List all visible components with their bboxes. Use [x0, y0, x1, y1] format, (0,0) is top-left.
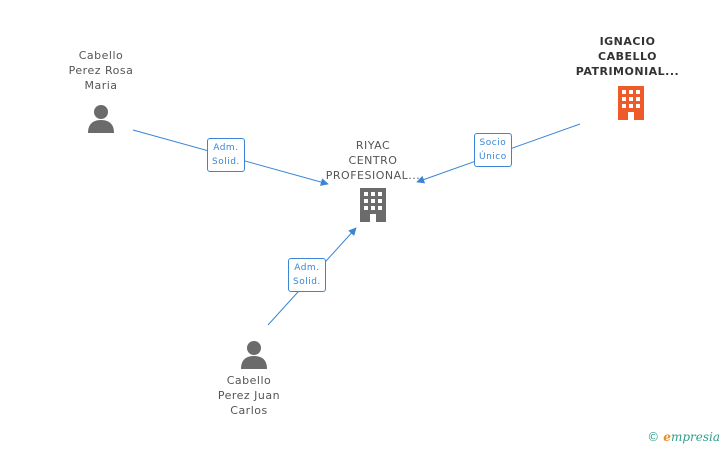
edge-label-company-right-line-2: Único — [479, 152, 507, 162]
edge-label-person1[interactable]: Adm. Solid. — [207, 138, 245, 172]
person-icon[interactable] — [239, 339, 269, 369]
person1-label[interactable]: Cabello Perez Rosa Maria — [55, 48, 147, 93]
person1-line-3: Maria — [84, 79, 118, 92]
copyright-symbol: © — [647, 430, 660, 444]
brand-name: mpresia — [670, 430, 720, 444]
building-icon-highlight[interactable] — [616, 86, 646, 120]
edge-label-company-right[interactable]: Socio Único — [474, 133, 512, 167]
edge-label-company-right-line-1: Socio — [479, 138, 507, 148]
company-center-line-3: PROFESIONAL... — [325, 169, 421, 182]
edge-label-person2[interactable]: Adm. Solid. — [288, 258, 326, 292]
building-icon[interactable] — [358, 188, 388, 222]
company-right-line-1: IGNACIO — [599, 35, 656, 48]
edge-label-person2-line-2: Solid. — [293, 277, 321, 287]
edge-label-person2-line-1: Adm. — [294, 263, 320, 273]
person1-line-2: Perez Rosa — [68, 64, 134, 77]
company-center-line-1: RIYAC — [355, 139, 391, 152]
company-right-line-2: CABELLO — [598, 50, 657, 63]
company-right-line-3: PATRIMONIAL... — [575, 65, 680, 78]
company-center-line-2: CENTRO — [348, 154, 398, 167]
edge-label-person1-line-2: Solid. — [212, 157, 240, 167]
company-right-label[interactable]: IGNACIO CABELLO PATRIMONIAL... — [570, 34, 685, 79]
person1-line-1: Cabello — [78, 49, 124, 62]
person2-label[interactable]: Cabello Perez Juan Carlos — [203, 373, 295, 418]
brand-logo: ©empresia — [647, 430, 720, 444]
edge-label-person1-line-1: Adm. — [213, 143, 239, 153]
brand-initial: e — [663, 430, 671, 444]
person-icon[interactable] — [86, 103, 116, 133]
person2-line-1: Cabello — [226, 374, 272, 387]
company-center-label[interactable]: RIYAC CENTRO PROFESIONAL... — [318, 138, 428, 183]
person2-line-2: Perez Juan — [217, 389, 281, 402]
person2-line-3: Carlos — [230, 404, 268, 417]
